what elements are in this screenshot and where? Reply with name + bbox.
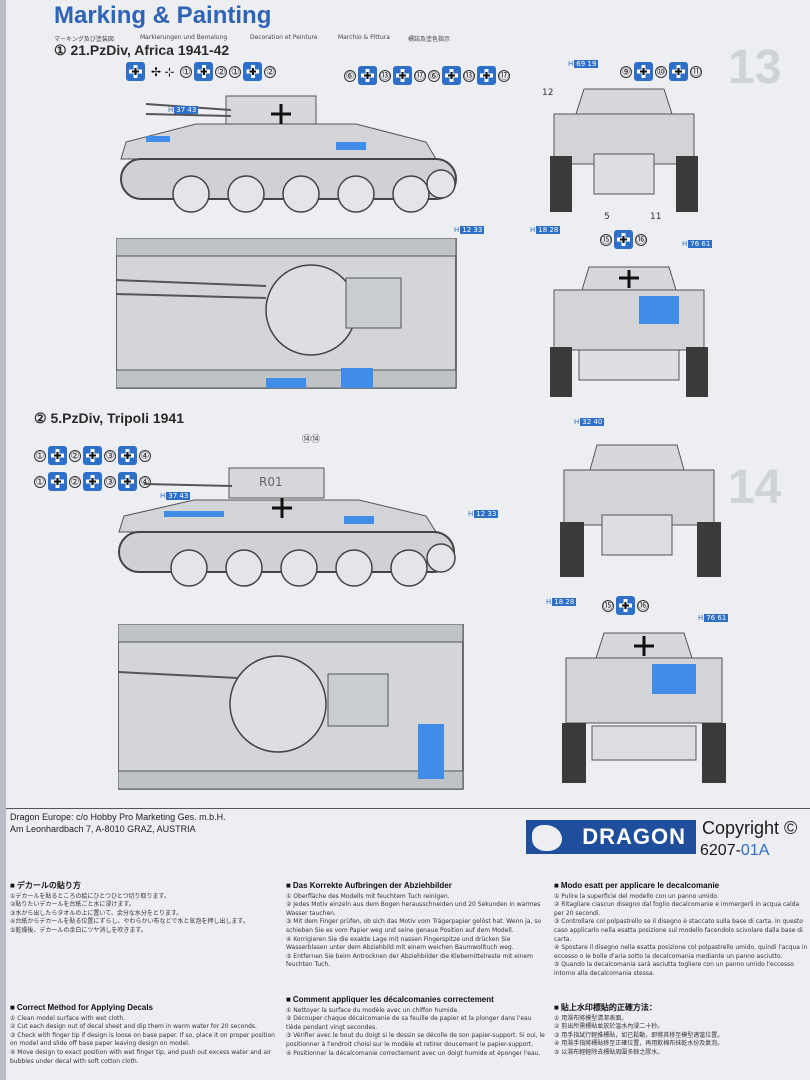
scheme2-rear-decals: ⑮ ⑯ (602, 596, 649, 615)
dragon-logo: DRAGON (526, 820, 696, 854)
instructions-zh: 貼上水印標貼的正確方法： ① 用濕布將模型清潔表面。 ② 剪出所需標貼並放於溫水… (554, 1003, 810, 1058)
balkenkreuz-decal-icon (48, 472, 67, 491)
subtitle-fr: Decoration et Peinture (250, 34, 318, 41)
scheme1-top-view-drawing (116, 238, 457, 389)
scheme1-decal-row-b: ⑥ ⑬ ⑰ ⑥ ⑬ ⑰ (344, 66, 510, 85)
scheme2-heading: ② 5.PzDiv, Tripoli 1941 (34, 410, 185, 426)
decal-number: ⑩ (655, 65, 667, 78)
instructions-en: Correct Method for Applying Decals ① Cle… (10, 1003, 280, 1066)
balkenkreuz-decal-icon (118, 472, 137, 491)
background-plate-number: 13 (728, 41, 782, 94)
instructions-jp: デカールの貼り方 ①デカールを貼るところの絵にひとつひとつ切り取ります。 ②貼り… (10, 881, 280, 936)
subtitle-jp: マーキング及び塗装図 (54, 36, 114, 43)
balkenkreuz-decal-icon (194, 62, 214, 81)
scheme2-rear-view-drawing (562, 632, 726, 783)
scheme1-decal-row: ✢ ⊹ ① ② ① ② (126, 62, 277, 81)
scheme2-side-view-drawing: R01 (118, 467, 456, 587)
part-label: 5 (604, 212, 610, 222)
balkenkreuz-decal-icon (126, 62, 145, 81)
balkenkreuz-decal-icon (477, 66, 496, 85)
balkenkreuz-decal-icon (48, 446, 67, 465)
decal-number: ⑥ (344, 69, 356, 82)
decal-number: ④ (139, 475, 151, 488)
decal-number: ③ (104, 449, 116, 462)
page-title: Marking & Painting (54, 2, 272, 29)
decal-number: ⑨ (620, 65, 632, 78)
balkenkreuz-decal-icon (393, 66, 412, 85)
plus-icon: ✢ ⊹ (151, 64, 175, 79)
balkenkreuz-decal-icon (614, 230, 633, 249)
balkenkreuz-decal-icon (634, 62, 653, 81)
decal-number: ① (180, 65, 193, 78)
turret-decal-label: ⑭⑭ (302, 435, 321, 445)
decal-number: ② (69, 475, 81, 488)
scheme1-rear-view-drawing (550, 266, 708, 397)
instructions-fr: Comment appliquer les décalcomanies corr… (286, 995, 548, 1058)
balkenkreuz-decal-icon (83, 472, 102, 491)
decal-number: ⑬ (379, 69, 391, 82)
decal-number: ⑰ (498, 69, 510, 82)
scheme2-decal-row1: ① ② ③ ④ (34, 446, 151, 465)
scheme1-rear-decals: ⑮ ⑯ (600, 230, 647, 249)
decal-number: ① (34, 449, 46, 462)
scheme1-front-decals: ⑨ ⑩ ⑪ (620, 62, 702, 81)
decal-number: ⑬ (463, 69, 475, 82)
balkenkreuz-decal-icon (243, 62, 263, 81)
decal-number: ② (215, 65, 228, 78)
part-label: 12 (542, 88, 554, 98)
scheme2-front-view-drawing (560, 444, 721, 577)
balkenkreuz-decal-icon (669, 62, 688, 81)
decal-number: ⑮ (600, 233, 612, 246)
scheme1-side-view-drawing (120, 95, 457, 213)
copyright-text: Copyright © (702, 818, 798, 838)
instruction-sheet: Marking & Painting マーキング及び塗装図 Markierung… (6, 0, 810, 1080)
scheme2-top-view-drawing (118, 624, 464, 790)
decal-number: ⑮ (602, 599, 614, 612)
decal-number: ① (229, 65, 242, 78)
decal-number: ⑯ (637, 599, 649, 612)
decal-number: ⑰ (414, 69, 426, 82)
dragon-emblem-icon (532, 825, 562, 851)
decal-number: ③ (104, 475, 116, 488)
decal-number: ⑯ (635, 233, 647, 246)
footer-divider (6, 808, 810, 809)
company-name: Dragon Europe: c/o Hobby Pro Marketing G… (10, 812, 226, 822)
subtitle-zh: 標誌及塗色指示 (408, 36, 451, 43)
decal-number: ② (69, 449, 81, 462)
balkenkreuz-decal-icon (616, 596, 635, 615)
decal-number: ⑪ (690, 65, 702, 78)
balkenkreuz-decal-icon (358, 66, 377, 85)
subtitle-it: Marchio & Pittura (338, 34, 390, 41)
background-plate-number: 14 (728, 461, 782, 514)
scheme1-front-view-drawing (550, 88, 698, 212)
instructions-it: Modo esatt per applicare le decalcomanie… (554, 881, 810, 979)
decal-number: ② (264, 65, 277, 78)
balkenkreuz-decal-icon (83, 446, 102, 465)
turret-number: R01 (259, 475, 283, 489)
decal-number: ⑥ (428, 69, 440, 82)
scheme2-decal-row2: ① ② ③ ④ (34, 472, 151, 491)
decal-number: ① (34, 475, 46, 488)
decal-number: ④ (139, 449, 151, 462)
balkenkreuz-decal-icon (442, 66, 461, 85)
company-address: Am Leonhardbach 7, A-8010 GRAZ, AUSTRIA (10, 824, 196, 834)
balkenkreuz-decal-icon (118, 446, 137, 465)
subtitle-de: Markierungen und Bemalung (140, 34, 228, 41)
part-label: 11 (650, 212, 662, 222)
product-code: 6207-01A (700, 842, 770, 859)
scheme1-heading: ① 21.PzDiv, Africa 1941-42 (54, 42, 230, 58)
instructions-de: Das Korrekte Aufbringen der Abziehbilder… (286, 881, 548, 970)
